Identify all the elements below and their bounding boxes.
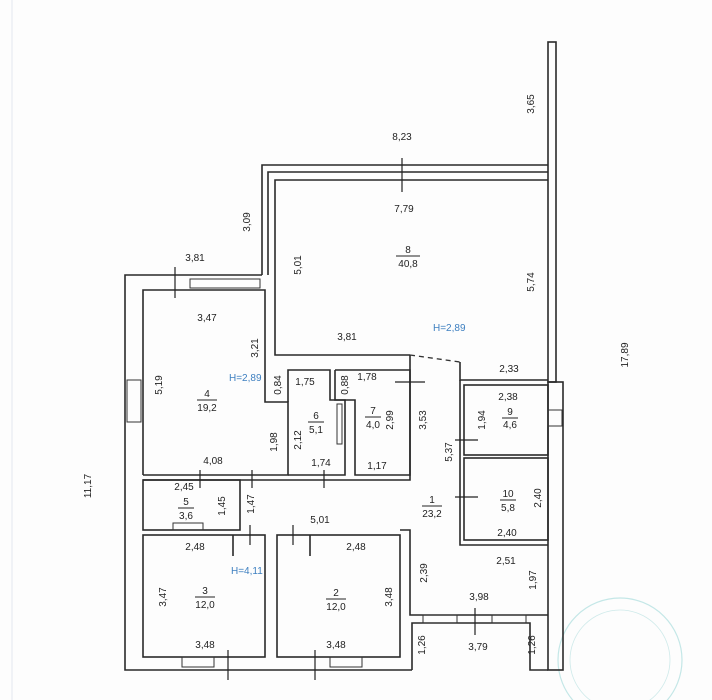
dimension-label: 2,40	[533, 488, 544, 508]
dimension-label: 3,21	[250, 338, 261, 358]
room-labels: 1 23,2 2 12,0 3 12,0 4 19,2 5 3,6 6 5,1 …	[178, 245, 518, 613]
dimension-label: 2,38	[498, 392, 518, 403]
dimensions: 8,23 7,79 3,81 3,47 3,81 2,33 1,75 1,78 …	[174, 132, 519, 653]
dimension-label: 5,74	[526, 272, 537, 292]
room-area: 40,8	[398, 259, 418, 270]
room-number: 3	[202, 586, 208, 597]
height-label: H=2,89	[229, 373, 262, 384]
room-area: 19,2	[197, 403, 217, 414]
room-number: 4	[204, 389, 210, 400]
dimension-label: 3,48	[326, 640, 346, 651]
room-number: 8	[405, 245, 411, 256]
height-label: H=4,11	[231, 566, 263, 577]
room-number: 9	[507, 407, 513, 418]
dimension-label: 5,01	[310, 515, 330, 526]
dimension-label: 2,48	[346, 542, 366, 553]
dimension-label: 2,48	[185, 542, 205, 553]
dimension-label: 1,78	[357, 372, 377, 383]
dimension-label: 2,99	[385, 410, 396, 430]
room-number: 2	[333, 588, 339, 599]
dimension-label: 1,97	[528, 570, 539, 590]
room-area: 4,6	[503, 420, 517, 431]
dimension-label: 3,48	[384, 587, 395, 607]
height-label: H=2,89	[433, 323, 466, 334]
dimension-label: 1,26	[527, 635, 538, 655]
dimension-label: 3,47	[197, 313, 217, 324]
room-number: 5	[183, 497, 189, 508]
dimension-label: 2,51	[496, 556, 516, 567]
room-area: 3,6	[179, 511, 193, 522]
room-area: 12,0	[326, 602, 346, 613]
dimension-label: 0,84	[273, 375, 284, 395]
room-number: 1	[429, 495, 435, 506]
room-area: 23,2	[422, 509, 442, 520]
dimension-label: 1,75	[295, 377, 315, 388]
dimension-label: 0,88	[340, 375, 351, 395]
dimension-label: 2,45	[174, 482, 194, 493]
room-number: 6	[313, 411, 319, 422]
room-number: 7	[370, 406, 376, 417]
stamp	[557, 597, 683, 700]
dimension-label: 11,17	[83, 473, 94, 498]
dimension-label: 8,23	[392, 132, 412, 143]
dimension-ticks	[174, 158, 478, 680]
dimension-label: 4,08	[203, 456, 223, 467]
dimension-label: 5,01	[293, 255, 304, 275]
walls	[124, 41, 564, 671]
room-area: 5,1	[309, 425, 323, 436]
room-area: 4,0	[366, 420, 380, 431]
dimension-label: 1,47	[246, 494, 257, 514]
dimension-label: 3,81	[337, 332, 357, 343]
dimension-label: 2,12	[293, 430, 304, 450]
stamp-inner	[569, 609, 671, 700]
room-area: 12,0	[195, 600, 215, 611]
dimension-label: 3,47	[158, 587, 169, 607]
dimension-label: 3,79	[468, 642, 488, 653]
dimension-label: 3,98	[469, 592, 489, 603]
room-number: 10	[502, 489, 514, 500]
room-area: 5,8	[501, 503, 515, 514]
dimensions-vertical: 3,65 3,09 5,01 5,74 3,21 5,19 0,84 0,88 …	[83, 94, 631, 655]
dimension-label: 1,26	[417, 635, 428, 655]
dimension-label: 7,79	[394, 204, 414, 215]
dimension-label: 2,33	[499, 364, 519, 375]
dimension-label: 1,94	[477, 410, 488, 430]
dimension-label: 3,09	[242, 212, 253, 232]
dimension-label: 1,45	[217, 496, 228, 516]
dimension-label: 3,65	[526, 94, 537, 114]
dimension-label: 2,39	[419, 563, 430, 583]
dimension-label: 1,17	[367, 461, 387, 472]
dimension-label: 1,74	[311, 458, 331, 469]
dimension-label: 1,98	[269, 432, 280, 452]
dimension-label: 3,81	[185, 253, 205, 264]
dimension-label: 3,53	[418, 410, 429, 430]
dimension-label: 17,89	[620, 342, 631, 367]
dimension-label: 2,40	[497, 528, 517, 539]
dimension-label: 5,37	[444, 442, 455, 462]
dimension-label: 3,48	[195, 640, 215, 651]
dimension-label: 5,19	[154, 375, 165, 395]
